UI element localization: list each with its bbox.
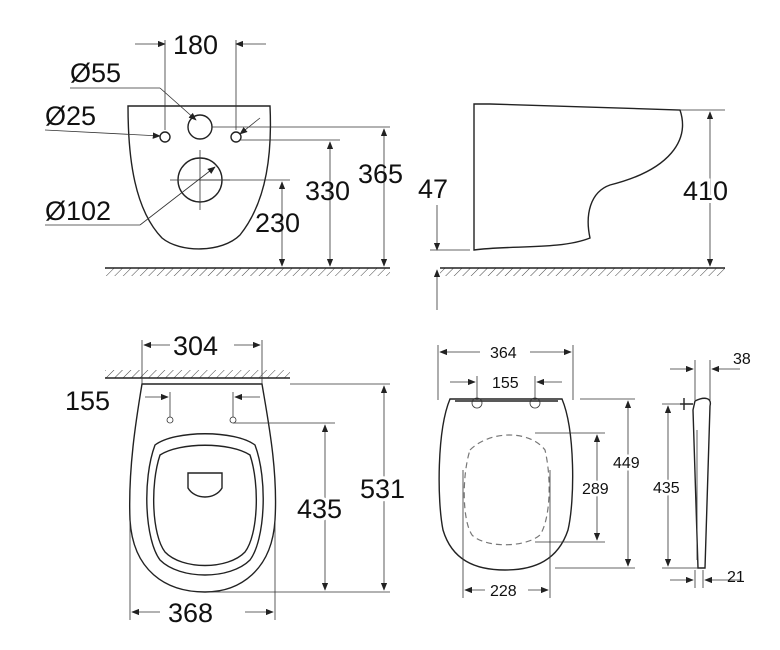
dim-531: 531 xyxy=(360,474,405,504)
front-view: 180 Ø55 Ø25 Ø102 230 330 365 xyxy=(44,30,403,276)
dim-d25: Ø25 xyxy=(45,101,96,131)
dim-155-seat: 155 xyxy=(492,375,519,392)
dim-365: 365 xyxy=(358,159,403,189)
dim-435-top: 435 xyxy=(297,494,342,524)
side-view: 47 410 xyxy=(418,103,731,310)
dim-155-top: 155 xyxy=(65,386,110,416)
dim-21: 21 xyxy=(727,569,745,586)
dim-230: 230 xyxy=(255,208,300,238)
dim-d102: Ø102 xyxy=(45,196,111,226)
dim-304: 304 xyxy=(173,331,218,361)
dim-330: 330 xyxy=(305,176,350,206)
bowl-side-outline xyxy=(473,103,684,251)
dim-364: 364 xyxy=(490,345,517,362)
seat-side-view: 38 435 21 xyxy=(651,351,751,588)
dim-47: 47 xyxy=(418,174,448,204)
bowl-top-outline xyxy=(129,383,277,593)
dim-289: 289 xyxy=(582,481,609,498)
hole-25-right xyxy=(230,131,242,143)
seat-opening-dashed xyxy=(463,434,550,546)
seat-side-outline xyxy=(692,397,712,569)
dim-d55: Ø55 xyxy=(70,58,121,88)
bowl-outline xyxy=(127,105,272,250)
floor-hatch xyxy=(105,268,390,276)
dim-180: 180 xyxy=(173,30,218,60)
dim-449: 449 xyxy=(613,455,640,472)
dim-228: 228 xyxy=(490,583,517,600)
top-view: 304 155 368 435 531 xyxy=(65,331,408,628)
dim-410: 410 xyxy=(683,176,728,206)
dim-435-seat: 435 xyxy=(653,480,680,497)
seat-view: 364 155 449 289 228 xyxy=(437,345,642,600)
hole-55 xyxy=(187,114,213,140)
dim-368: 368 xyxy=(168,598,213,628)
hole-25-left xyxy=(159,131,171,143)
dim-38: 38 xyxy=(733,351,751,368)
seat-outline xyxy=(438,398,574,571)
